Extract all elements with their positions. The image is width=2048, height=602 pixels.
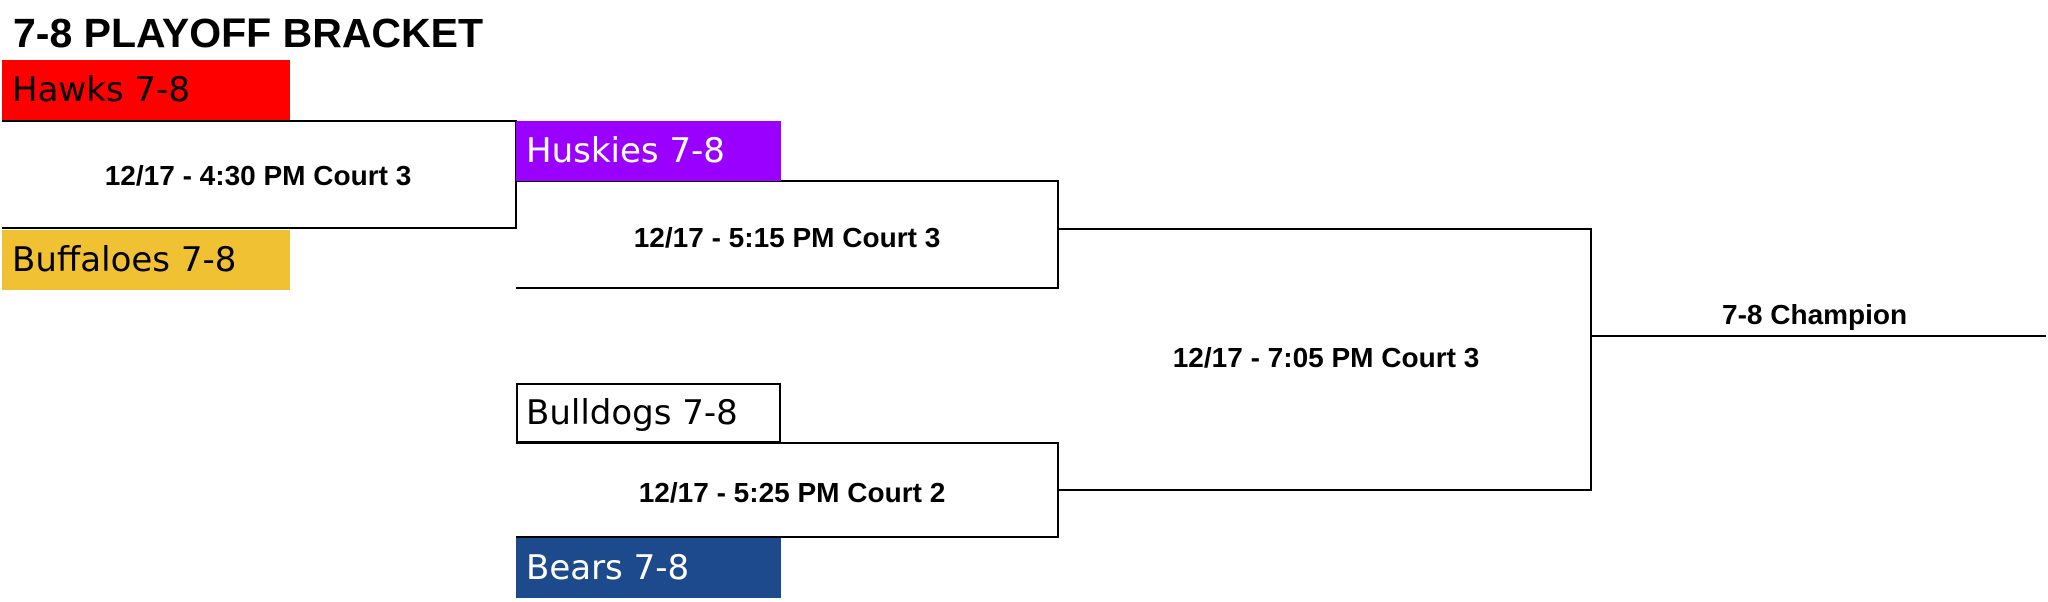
page-title: 7-8 PLAYOFF BRACKET bbox=[13, 10, 484, 56]
game2-bracket-line bbox=[516, 180, 1059, 289]
final-schedule: 12/17 - 7:05 PM Court 3 bbox=[1172, 342, 1480, 373]
game1-schedule: 12/17 - 4:30 PM Court 3 bbox=[104, 160, 412, 191]
team-hawks: Hawks 7-8 bbox=[2, 60, 290, 120]
game3-schedule: 12/17 - 5:25 PM Court 2 bbox=[638, 477, 946, 508]
team-bulldogs: Bulldogs 7-8 bbox=[516, 383, 781, 443]
team-bears: Bears 7-8 bbox=[516, 538, 781, 598]
final-bracket-line bbox=[1058, 228, 1592, 491]
game2-schedule: 12/17 - 5:15 PM Court 3 bbox=[633, 222, 941, 253]
team-buffaloes: Buffaloes 7-8 bbox=[2, 230, 290, 290]
team-huskies: Huskies 7-8 bbox=[516, 121, 781, 181]
champion-label: 7-8 Champion bbox=[1722, 299, 1908, 330]
